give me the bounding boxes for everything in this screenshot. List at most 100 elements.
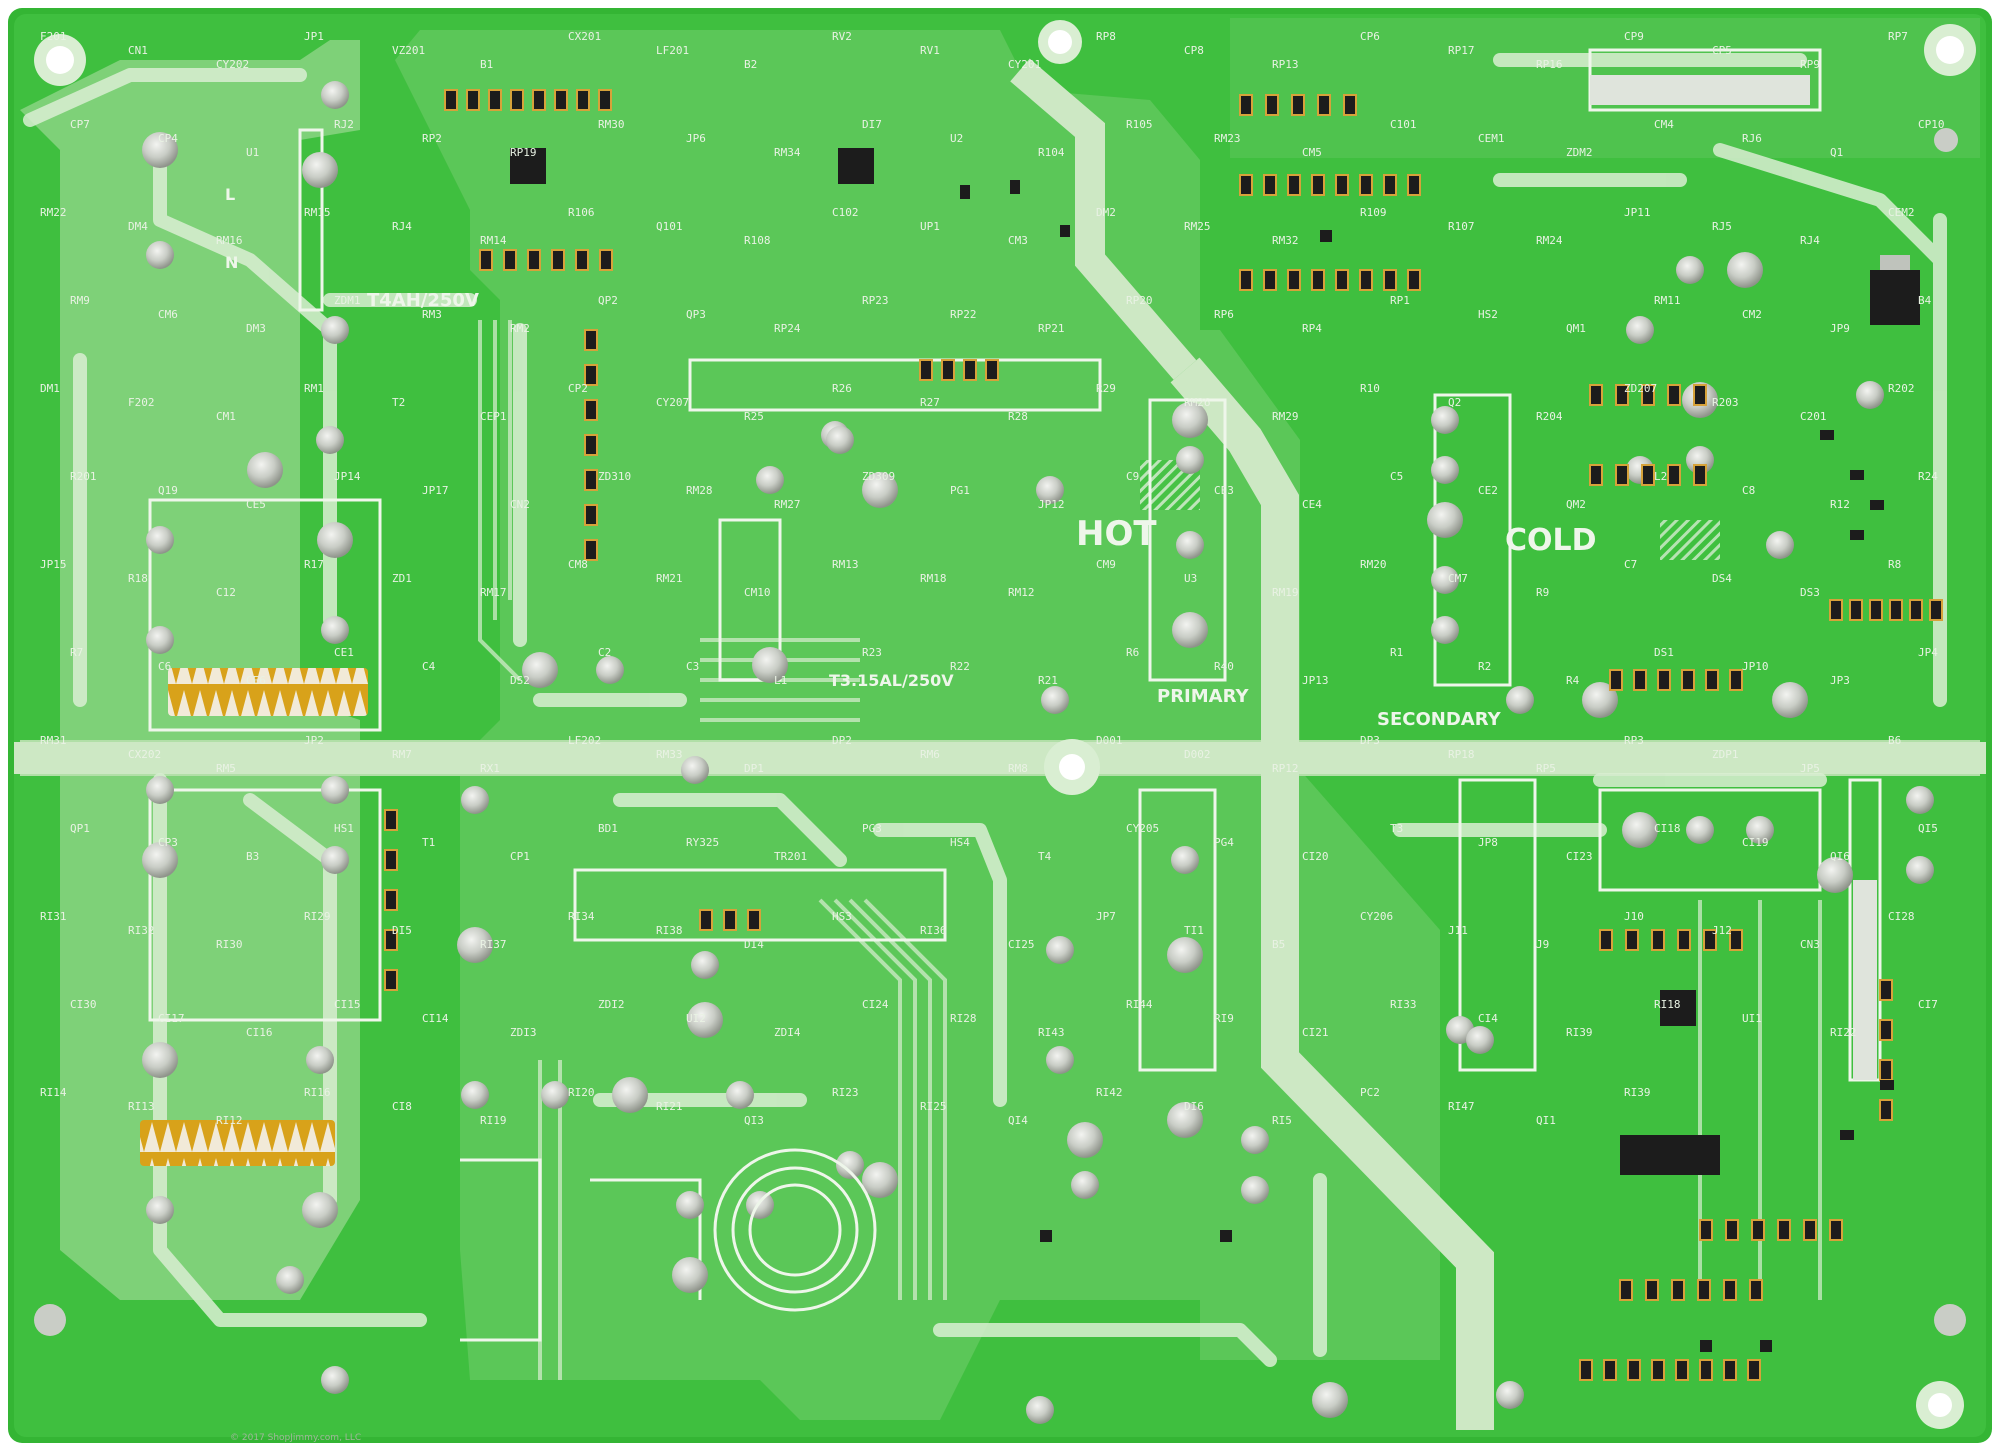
ref-designator: RM32 <box>1272 234 1299 247</box>
ref-designator: CP5 <box>1712 44 1732 57</box>
ref-designator: RM12 <box>1008 586 1035 599</box>
ref-designator: T1 <box>422 836 435 849</box>
ref-designator: C102 <box>832 206 859 219</box>
smd-component <box>584 399 598 421</box>
through-hole-pad <box>1176 531 1204 559</box>
ref-designator: RM25 <box>1184 220 1211 233</box>
ref-designator: CI24 <box>862 998 889 1011</box>
ref-designator: RI12 <box>216 1114 243 1127</box>
smd-component <box>598 89 612 111</box>
ref-designator: JP13 <box>1302 674 1329 687</box>
smd-component <box>723 909 737 931</box>
smd-component <box>1751 1219 1765 1241</box>
smd-component <box>1675 1359 1689 1381</box>
ref-designator: CN2 <box>510 498 530 511</box>
ref-designator: R23 <box>862 646 882 659</box>
ref-designator: R6 <box>1126 646 1139 659</box>
smd-component <box>985 359 999 381</box>
board-mask <box>14 14 1986 1437</box>
ref-designator: BD1 <box>598 822 618 835</box>
ref-designator: R104 <box>1038 146 1065 159</box>
ref-designator: RI47 <box>1448 1100 1475 1113</box>
ref-designator: Q19 <box>158 484 178 497</box>
traces <box>23 53 1947 1367</box>
ref-designator: RX1 <box>480 762 500 775</box>
connector-cn2 <box>1590 75 1810 105</box>
ref-designator: CY202 <box>216 58 249 71</box>
smd-component <box>1239 94 1253 116</box>
smd-component <box>384 969 398 991</box>
ref-designator: R204 <box>1536 410 1563 423</box>
ref-designator: R28 <box>1008 410 1028 423</box>
ref-designator: QM2 <box>1566 498 1586 511</box>
ref-designator: RP17 <box>1448 44 1475 57</box>
ref-designator: B4 <box>1918 294 1932 307</box>
through-hole-pad <box>1041 686 1069 714</box>
ref-designator: JP1 <box>304 30 324 43</box>
ref-designator: RI13 <box>128 1100 155 1113</box>
ref-designator: L1 <box>774 674 787 687</box>
smd-component <box>1603 1359 1617 1381</box>
ref-designator: T3 <box>1390 822 1403 835</box>
smd-component <box>1239 174 1253 196</box>
ref-designator: R4 <box>1566 674 1580 687</box>
through-hole-pad <box>302 1192 338 1228</box>
ref-designator: RP7 <box>1888 30 1908 43</box>
smd-component <box>963 359 977 381</box>
through-hole-pad <box>681 756 709 784</box>
ref-designator: CI28 <box>1888 910 1915 923</box>
connector-cn3 <box>1853 880 1877 1080</box>
ref-designator: CP3 <box>158 836 178 849</box>
ic-qm2 <box>1870 270 1920 325</box>
ref-designator: PG1 <box>950 484 970 497</box>
through-hole-pad <box>1772 682 1808 718</box>
ic-u1 <box>510 148 546 184</box>
smd-component <box>1889 599 1903 621</box>
ref-designator: CI21 <box>1302 1026 1329 1039</box>
through-hole-pad <box>146 1196 174 1224</box>
through-hole-pad <box>1727 252 1763 288</box>
ref-designator: CM2 <box>1742 308 1762 321</box>
smd-component <box>1869 599 1883 621</box>
smd-component <box>1729 669 1743 691</box>
ref-designator: RM27 <box>774 498 801 511</box>
ref-designator: JP14 <box>334 470 361 483</box>
smd-component <box>1317 94 1331 116</box>
ref-designator: RP24 <box>774 322 801 335</box>
ref-designator: CI16 <box>246 1026 273 1039</box>
ref-designator: RM13 <box>832 558 859 571</box>
ref-designator: CE6 <box>246 674 266 687</box>
ref-designator: R22 <box>950 660 970 673</box>
ref-designator: VZ201 <box>392 44 425 57</box>
transformer-t1-outline <box>713 1148 877 1312</box>
smd-component <box>1645 1279 1659 1301</box>
ref-designator: RM17 <box>480 586 507 599</box>
ref-designator: ZDM2 <box>1566 146 1593 159</box>
smd-component <box>1703 929 1717 951</box>
ref-designator: JP11 <box>1624 206 1651 219</box>
smd-component <box>1705 669 1719 691</box>
ref-designator: Q101 <box>656 220 683 233</box>
smd-component <box>384 929 398 951</box>
smd-component <box>1681 669 1695 691</box>
ref-designator: RM22 <box>40 206 67 219</box>
ref-designator: CP9 <box>1624 30 1644 43</box>
through-hole-pad <box>1431 406 1459 434</box>
smd-component <box>1725 1219 1739 1241</box>
smd-component <box>1879 1099 1893 1121</box>
ref-designator: RI29 <box>304 910 331 923</box>
ref-designator: U2 <box>950 132 963 145</box>
ref-designator: R107 <box>1448 220 1475 233</box>
ref-designator: RI9 <box>1214 1012 1234 1025</box>
ref-designator: RI36 <box>920 924 947 937</box>
ref-designator: F201 <box>40 30 67 43</box>
smd-component <box>1343 94 1357 116</box>
ref-designator: CI30 <box>70 998 97 1011</box>
through-hole-pad <box>321 81 349 109</box>
ref-designator: RI20 <box>568 1086 595 1099</box>
smd-component <box>1627 1359 1641 1381</box>
ref-designator: ZDI4 <box>774 1026 801 1039</box>
ref-designator: RP4 <box>1302 322 1322 335</box>
smd-component <box>1625 929 1639 951</box>
ref-designator: DM3 <box>246 322 266 335</box>
